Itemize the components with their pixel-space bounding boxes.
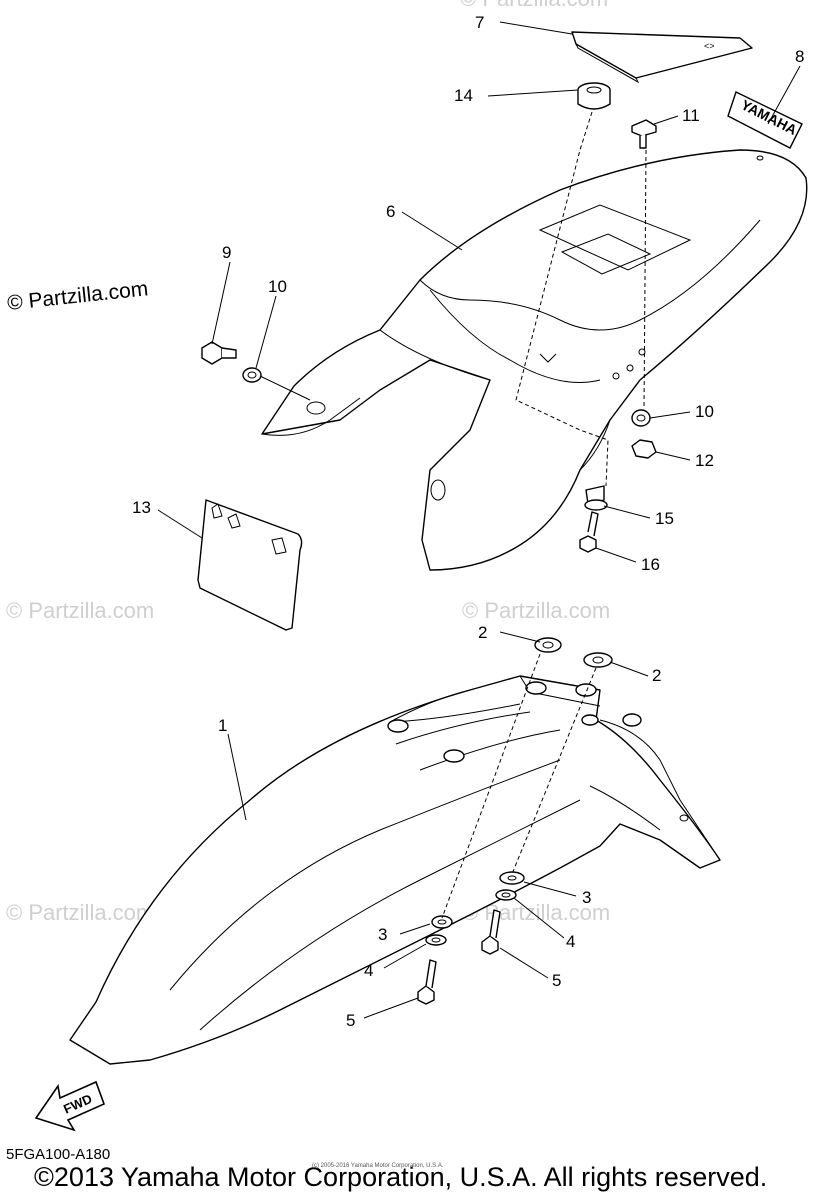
part-8-decal: YAMAHA: [727, 91, 803, 149]
part-13-number-plate: [197, 499, 303, 631]
part-14-grommet: [577, 82, 611, 110]
callout-4-left: 4: [364, 961, 373, 980]
part-5-bolt-right: [481, 909, 501, 955]
callout-12: 12: [695, 451, 714, 470]
callout-8: 8: [795, 47, 804, 66]
partzilla-watermark: © Partzilla.com: [6, 277, 149, 315]
diagram-code: 5FGA100-A180: [6, 1146, 111, 1163]
watermark-top: © Partzilla.com: [460, 0, 608, 11]
tiny-copyright-note: (c) 2005-2016 Yamaha Motor Corporation, …: [312, 1163, 444, 1169]
watermark-right: © Partzilla.com: [462, 598, 610, 623]
callout-9: 9: [222, 243, 231, 262]
part-6-rear-fender: [261, 149, 808, 571]
part-2-grommets: [534, 637, 613, 668]
callout-1: 1: [218, 716, 227, 735]
assembly-lines: [441, 111, 647, 919]
callout-13: 13: [132, 498, 151, 517]
callout-10-left: 10: [268, 277, 287, 296]
part-15-collar: [584, 485, 608, 511]
fwd-arrow-icon: FWD: [34, 1080, 106, 1132]
part-10-washer-left: [242, 367, 262, 383]
callout-5-right: 5: [552, 971, 561, 990]
callout-6: 6: [386, 202, 395, 221]
copyright-notice: ©2013 Yamaha Motor Corporation, U.S.A. A…: [34, 1162, 768, 1192]
part-4-lockwasher-right: [495, 889, 517, 901]
callout-11: 11: [682, 106, 700, 125]
callout-2-right: 2: [652, 666, 661, 685]
callout-14: 14: [454, 86, 473, 105]
svg-text:<>: <>: [704, 41, 715, 51]
part-16-bolt: [579, 511, 599, 553]
part-9-bolt: [201, 341, 237, 365]
part-7-plate: <>: [571, 31, 753, 84]
part-3-washer-right: [499, 871, 525, 885]
callout-4-right: 4: [566, 932, 575, 951]
callout-7: 7: [475, 13, 484, 32]
callout-3-left: 3: [378, 925, 387, 944]
part-5-bolt-left: [417, 959, 437, 1005]
part-3-washer-left: [431, 915, 453, 929]
part-10-washer-right: [631, 409, 651, 427]
callout-5-left: 5: [346, 1011, 355, 1030]
callouts: 7 8 14 11 6 9 10 10 12 15 16 13 2 2 1 3 …: [132, 13, 804, 1030]
watermark-lower-left: © Partzilla.com: [6, 900, 154, 925]
part-1-front-fender: [69, 675, 721, 1065]
leader-lines: [157, 21, 801, 1019]
callout-2-left: 2: [478, 623, 487, 642]
part-12-nut: [631, 439, 657, 459]
part-11-clip: [631, 119, 657, 149]
callout-10-right: 10: [695, 402, 714, 421]
callout-3-right: 3: [582, 888, 591, 907]
watermark-left: © Partzilla.com: [6, 598, 154, 623]
callout-16: 16: [641, 555, 660, 574]
part-4-lockwasher-left: [425, 934, 447, 946]
callout-15: 15: [655, 509, 674, 528]
